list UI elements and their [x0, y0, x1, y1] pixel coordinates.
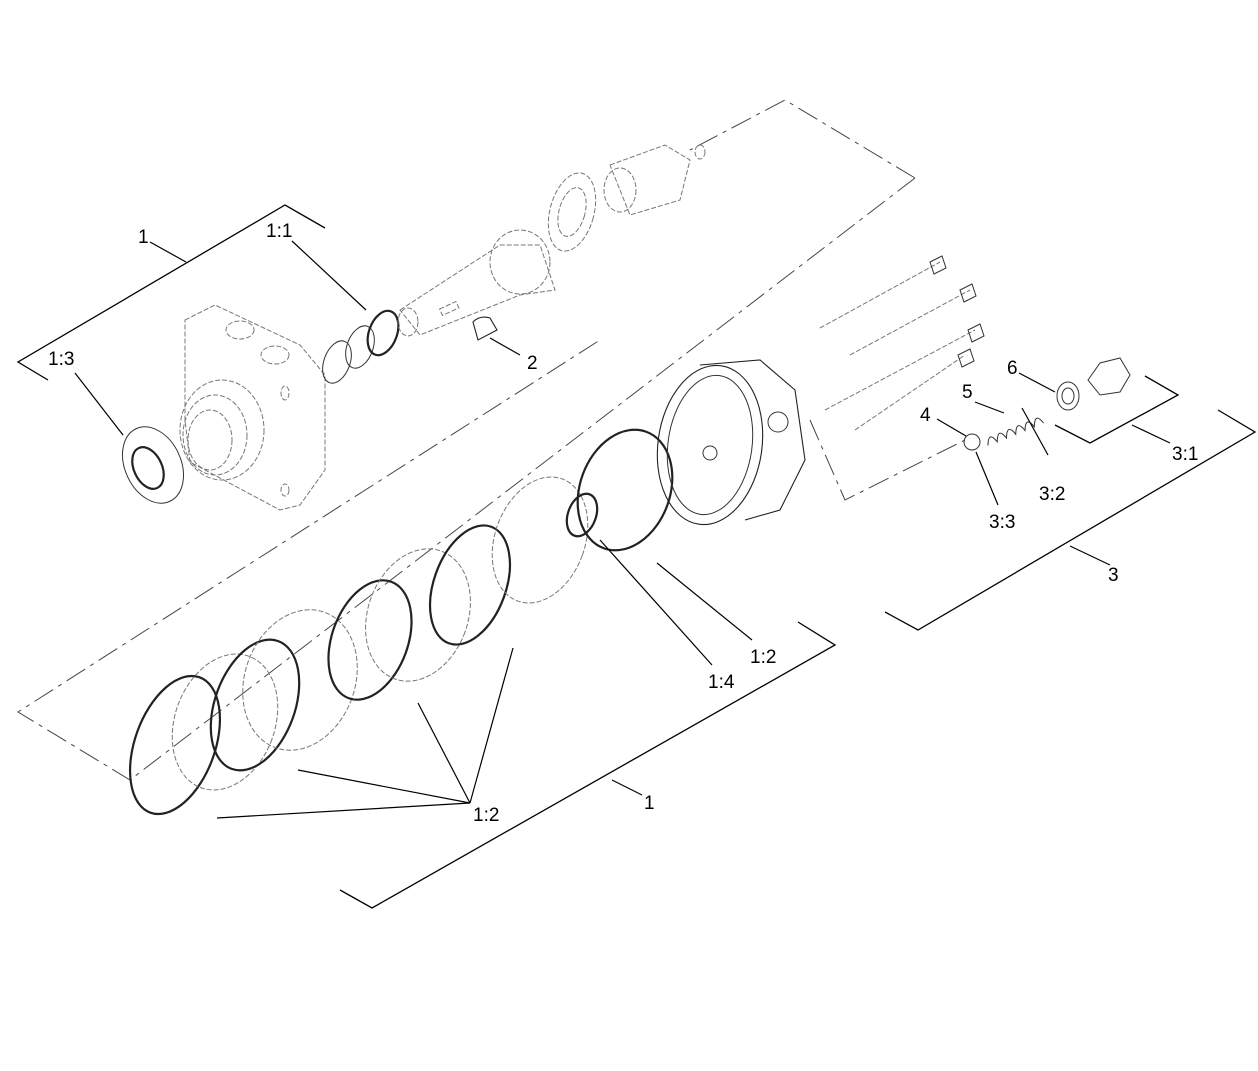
callout-2: 2	[527, 353, 538, 374]
callout-1-3: 1:3	[48, 349, 74, 370]
cap-screws	[819, 255, 985, 431]
gerotor-stack	[128, 428, 674, 816]
thrust-bearing	[547, 172, 597, 252]
washer	[1056, 381, 1080, 411]
end-cover	[656, 359, 806, 526]
callout-5: 5	[962, 382, 973, 403]
drive-spline	[603, 144, 706, 216]
bracket-kit-3-1	[1054, 375, 1180, 444]
callout-1-bottom: 1	[644, 793, 655, 814]
callout-1-2-right: 1:2	[750, 647, 776, 668]
callout-1-2-group: 1:2	[473, 805, 499, 826]
callout-1-4: 1:4	[708, 672, 735, 693]
callout-3-2: 3:2	[1039, 484, 1065, 505]
bracket-kit-3	[884, 409, 1257, 631]
output-shaft	[397, 229, 556, 337]
motor-housing	[179, 304, 326, 511]
callout-1-1: 1:1	[266, 221, 292, 242]
woodruff-key	[472, 316, 498, 341]
callout-4: 4	[920, 405, 931, 426]
callout-3: 3	[1108, 565, 1119, 586]
check-ball	[963, 433, 981, 451]
leader-lines	[74, 240, 1171, 819]
seal-kit-rings	[322, 309, 400, 384]
callout-6: 6	[1007, 358, 1018, 379]
callout-3-1: 3:1	[1172, 444, 1198, 465]
bracket-assembly-1-top	[16, 204, 326, 381]
plug	[1087, 357, 1131, 396]
callout-1-top: 1	[138, 227, 149, 248]
assembly-centerline	[17, 99, 966, 781]
shaft-seal	[122, 426, 184, 504]
relief-valve-parts	[963, 357, 1131, 451]
bracket-assembly-1-bottom	[339, 621, 837, 909]
callout-3-3: 3:3	[989, 512, 1015, 533]
